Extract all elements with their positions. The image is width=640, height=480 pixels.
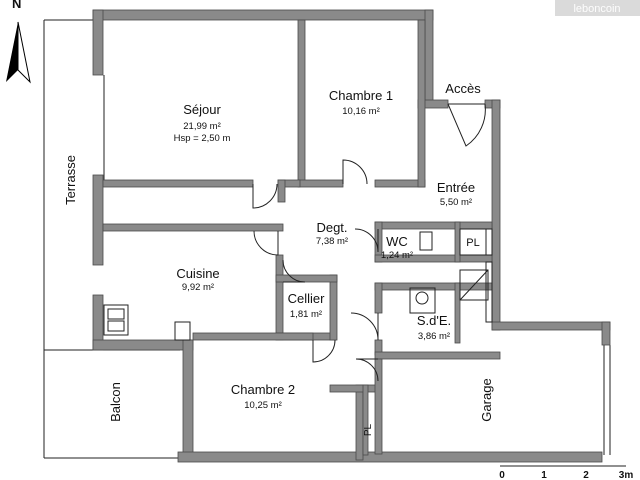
doors — [252, 103, 486, 382]
scale-label-0: 0 — [499, 470, 505, 480]
room-wc-area: 1,24 m² — [381, 250, 413, 261]
room-cuisine-area: 9,92 m² — [182, 282, 214, 293]
garage-outline — [603, 345, 611, 455]
room-cellier-area: 1,81 m² — [290, 309, 322, 320]
room-terrasse-name: Terrasse — [63, 155, 78, 205]
room-sde-name: S.d'E. — [417, 313, 451, 328]
room-sde-area: 3,86 m² — [418, 331, 450, 342]
scale-label-1: 1 — [541, 470, 547, 480]
room-entree-area: 5,50 m² — [440, 197, 472, 208]
walls — [92, 9, 611, 463]
room-cuisine-name: Cuisine — [176, 266, 219, 281]
room-cellier-name: Cellier — [288, 291, 326, 306]
room-chambre1-name: Chambre 1 — [329, 88, 393, 103]
room-pl-chambre2: PL — [363, 423, 374, 436]
scale-label-2: 2 — [583, 470, 589, 480]
north-arrow-icon — [6, 21, 31, 84]
room-pl-wc: PL — [466, 237, 479, 249]
room-chambre2-name: Chambre 2 — [231, 382, 295, 397]
fixtures — [103, 228, 493, 341]
room-sejour-height: Hsp = 2,50 m — [174, 133, 231, 144]
room-balcon-name: Balcon — [108, 382, 123, 422]
room-sejour-area: 21,99 m² — [183, 121, 221, 132]
room-degt-area: 7,38 m² — [316, 236, 348, 247]
scale-label-3: 3m — [619, 470, 634, 480]
room-garage-name: Garage — [479, 378, 494, 421]
north-label: N — [12, 0, 21, 11]
watermark-text: leboncoin — [573, 3, 620, 15]
room-chambre2-area: 10,25 m² — [244, 400, 282, 411]
room-wc-name: WC — [386, 234, 408, 249]
scale-bar: 0 1 2 3m — [499, 465, 634, 480]
watermark: leboncoin — [555, 0, 640, 16]
room-sejour-name: Séjour — [183, 102, 221, 117]
acces-label: Accès — [445, 81, 481, 96]
room-degt-name: Degt. — [316, 220, 347, 235]
room-chambre1-area: 10,16 m² — [342, 106, 380, 117]
room-entree-name: Entrée — [437, 180, 475, 195]
